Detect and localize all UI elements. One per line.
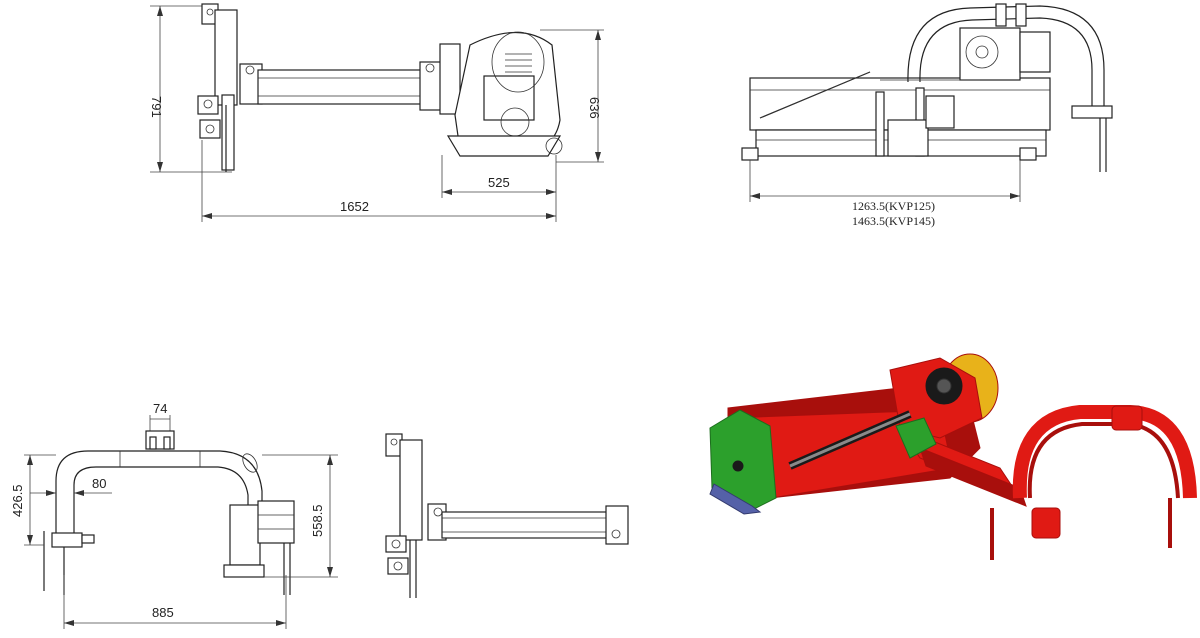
height-791-label: 791 [149, 96, 164, 118]
width-kvp145-label: 1463.5(KVP145) [852, 214, 935, 228]
render-part-cyl-rod [789, 412, 911, 468]
render-part-green2 [895, 417, 937, 459]
side-view-drawing: 791 636 [0, 0, 620, 240]
length-1652-label: 1652 [340, 199, 369, 214]
side-arm [257, 69, 429, 105]
height-636-label: 636 [587, 97, 602, 119]
render-part-blue [709, 483, 762, 515]
render-part-pulley-in [936, 378, 952, 394]
render-part-arch-in [1027, 422, 1180, 499]
frame-arch [55, 450, 263, 545]
height-426-label: 426.5 [10, 484, 25, 517]
render-part-pivot [732, 460, 744, 472]
height-558-label: 558.5 [310, 504, 325, 537]
gearbox [959, 27, 1021, 81]
frame-side-view-drawing [370, 420, 650, 620]
width-kvp125-label: 1263.5(KVP125) [852, 199, 935, 213]
width-885-label: 885 [152, 605, 174, 620]
render-part-lpin [1031, 507, 1061, 539]
width-74-label: 74 [153, 401, 167, 416]
offset-80-label: 80 [92, 476, 106, 491]
mower-3d-render [700, 348, 1200, 598]
depth-525-label: 525 [488, 175, 510, 190]
frame-front-view-drawing: 74 426.5 80 [0, 395, 350, 635]
render-part-arch [1012, 405, 1197, 499]
render-part-arm2 [919, 447, 1027, 507]
frame-arm [441, 511, 613, 539]
render-part-hitch [1111, 405, 1143, 431]
rear-view-drawing: 1263.5(KVP125) 1463.5(KVP145) [720, 0, 1120, 240]
